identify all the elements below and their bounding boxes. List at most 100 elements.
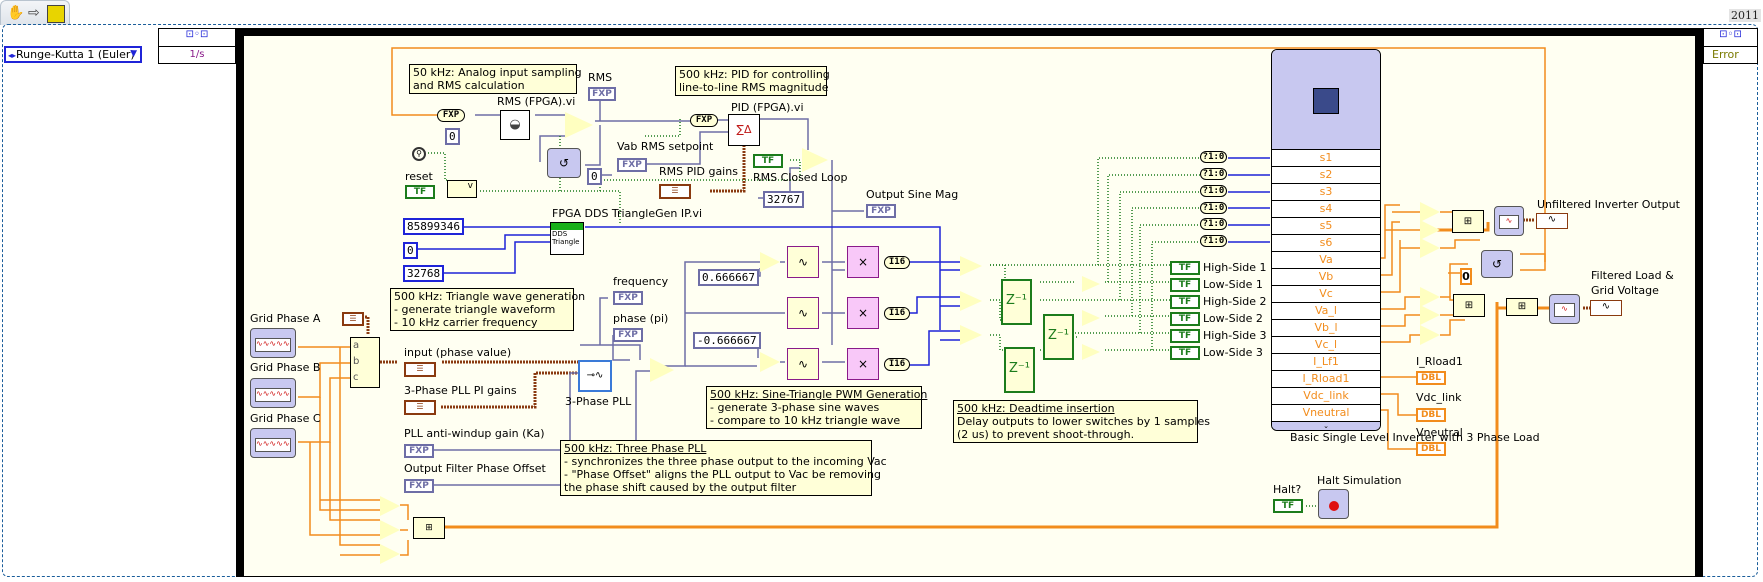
build-array-node[interactable]: ⊞	[1452, 210, 1484, 233]
inverter-terminal[interactable]: s5	[1272, 217, 1380, 234]
halt-simulation-node[interactable]	[1318, 489, 1349, 519]
error-terminal[interactable]: Error	[1712, 48, 1739, 61]
solver-select[interactable]: ◂▸Runge-Kutta 1 (Euler) ▼	[4, 46, 142, 63]
rms-fpga-vi[interactable]: ◒	[500, 110, 530, 140]
subtract-node[interactable]	[1420, 202, 1440, 222]
inverter-terminal[interactable]: Vc	[1272, 285, 1380, 302]
feedback-node[interactable]: ↺	[547, 148, 581, 178]
inverter-terminal[interactable]: s4	[1272, 200, 1380, 217]
to-i16-node[interactable]: I16	[884, 358, 910, 371]
inverter-terminal[interactable]: Vb_l	[1272, 319, 1380, 336]
subtract-node[interactable]	[1420, 238, 1440, 258]
feedback-zero-constant[interactable]: 0	[587, 168, 602, 185]
multiply-node[interactable]: ×	[847, 348, 879, 380]
graph-collector-node[interactable]: ∿	[1549, 294, 1580, 324]
pll-pi-gains-control[interactable]: ☰	[404, 400, 436, 415]
greater-equal-node[interactable]	[960, 291, 982, 311]
inverter-terminal[interactable]: I_Rload1	[1272, 370, 1380, 387]
subtract-node[interactable]	[1420, 325, 1440, 345]
inverter-terminal[interactable]: Vdc_link	[1272, 387, 1380, 404]
pid-fpga-vi[interactable]: ∑Δ	[728, 114, 760, 146]
filter-offset-control[interactable]: FXP	[404, 479, 434, 493]
to-fxp-node[interactable]: FXP	[437, 109, 465, 122]
bool-to-num-node[interactable]: ?1:0	[1200, 202, 1227, 214]
subtract-node[interactable]	[380, 520, 400, 540]
three-phase-pll-vi[interactable]: ⊸∿	[578, 360, 612, 392]
subtract-node[interactable]	[1420, 287, 1440, 307]
pos-third-constant[interactable]: 0.666667	[698, 269, 759, 286]
inverter-terminal[interactable]: s1	[1272, 149, 1380, 166]
dds-phase-constant[interactable]: 0	[403, 242, 418, 259]
inverter-terminal[interactable]: s2	[1272, 166, 1380, 183]
chevron-down-icon[interactable]: ▼	[130, 49, 137, 59]
inverter-terminal[interactable]: I_Lf1	[1272, 353, 1380, 370]
build-array-node[interactable]: ⊞	[1453, 294, 1485, 317]
add-node[interactable]	[760, 352, 780, 372]
rms-zero-constant[interactable]: 0	[445, 128, 460, 145]
multiply-node[interactable]: ×	[847, 297, 879, 329]
or-node[interactable]: v	[447, 180, 477, 198]
subtract-node[interactable]	[380, 496, 400, 516]
multiply-node[interactable]: ×	[847, 246, 879, 278]
select-node[interactable]	[802, 148, 828, 172]
inverter-terminal[interactable]: Vc_l	[1272, 336, 1380, 353]
orange-zero-constant[interactable]: 0	[1460, 268, 1472, 285]
sine-generator-node[interactable]: ∿	[787, 246, 819, 278]
greater-equal-node[interactable]	[960, 256, 982, 276]
bool-to-num-node[interactable]: ?1:0	[1200, 185, 1227, 197]
not-node[interactable]	[1082, 310, 1100, 326]
reset-control[interactable]: TF	[405, 185, 435, 199]
vab-setpoint-control[interactable]: FXP	[617, 158, 647, 172]
graph-collector-node[interactable]: ∿	[1494, 206, 1524, 236]
to-fxp-node[interactable]: FXP	[690, 114, 718, 127]
bool-to-num-node[interactable]: ?1:0	[1200, 168, 1227, 180]
bundle-by-name-node[interactable]: a b c	[350, 337, 380, 388]
inverter-terminal[interactable]: Va	[1272, 251, 1380, 268]
add-node[interactable]	[650, 358, 674, 382]
simulation-icon[interactable]	[47, 5, 65, 23]
not-node[interactable]	[1082, 344, 1100, 360]
sine-generator-node[interactable]: ∿	[787, 348, 819, 380]
inverter-terminal[interactable]: Vb	[1272, 268, 1380, 285]
hand-tool-icon[interactable]: ✋	[7, 5, 25, 21]
grid-phase-a-source[interactable]: ∿∿∿∿∿	[250, 328, 296, 358]
bundle-cluster-constant[interactable]: ☰	[342, 312, 364, 326]
halt-control[interactable]: TF	[1273, 499, 1303, 513]
unit-delay-node[interactable]: Z⁻¹	[1043, 314, 1074, 360]
unit-delay-node[interactable]: Z⁻¹	[1004, 347, 1035, 393]
dds-amplitude-constant[interactable]: 32768	[403, 265, 445, 282]
select-node[interactable]	[565, 112, 593, 138]
subtract-node[interactable]	[380, 544, 400, 564]
inverter-terminal[interactable]: s6	[1272, 234, 1380, 251]
greater-equal-node[interactable]	[960, 325, 982, 345]
to-i16-node[interactable]: I16	[884, 307, 910, 320]
bool-to-num-node[interactable]: ?1:0	[1200, 218, 1227, 230]
rms-closed-loop-control[interactable]: TF	[753, 154, 783, 168]
to-i16-node[interactable]: I16	[884, 256, 910, 269]
grid-phase-b-source[interactable]: ∿∿∿∿∿	[250, 378, 296, 408]
build-array-node[interactable]: ⊞	[1506, 298, 1538, 316]
add-node[interactable]	[760, 252, 780, 272]
inverter-terminal[interactable]: s3	[1272, 183, 1380, 200]
sine-generator-node[interactable]: ∿	[787, 297, 819, 329]
bool-to-num-node[interactable]: ?1:0	[1200, 235, 1227, 247]
grid-phase-c-source[interactable]: ∿∿∿∿∿	[250, 428, 296, 458]
build-array-node[interactable]: ⊞	[413, 517, 445, 539]
pid-limit-constant[interactable]: 32767	[763, 191, 805, 208]
inverter-model-block[interactable]: s1 s2 s3 s4 s5 s6 Va Vb Vc Va_l Vb_l Vc_…	[1271, 49, 1381, 431]
subtract-node[interactable]	[1420, 305, 1440, 325]
neg-third-constant[interactable]: -0.666667	[693, 332, 761, 349]
inverter-terminal[interactable]: Vneutral	[1272, 404, 1380, 421]
expand-handle[interactable]: ⌄	[1272, 421, 1380, 430]
rms-pid-gains-control[interactable]: ☰	[659, 184, 691, 199]
subtract-node[interactable]	[1420, 220, 1440, 240]
feedback-node[interactable]: ↺	[1481, 250, 1513, 278]
inverter-terminal[interactable]: Va_l	[1272, 302, 1380, 319]
dds-frequency-constant[interactable]: 85899346	[403, 218, 464, 235]
not-node[interactable]	[1082, 276, 1100, 292]
unit-delay-node[interactable]: Z⁻¹	[1001, 279, 1032, 325]
bool-to-num-node[interactable]: ?1:0	[1200, 151, 1227, 163]
arrow-tool-icon[interactable]: ⇨	[28, 5, 40, 21]
pll-windup-control[interactable]: FXP	[404, 444, 434, 458]
